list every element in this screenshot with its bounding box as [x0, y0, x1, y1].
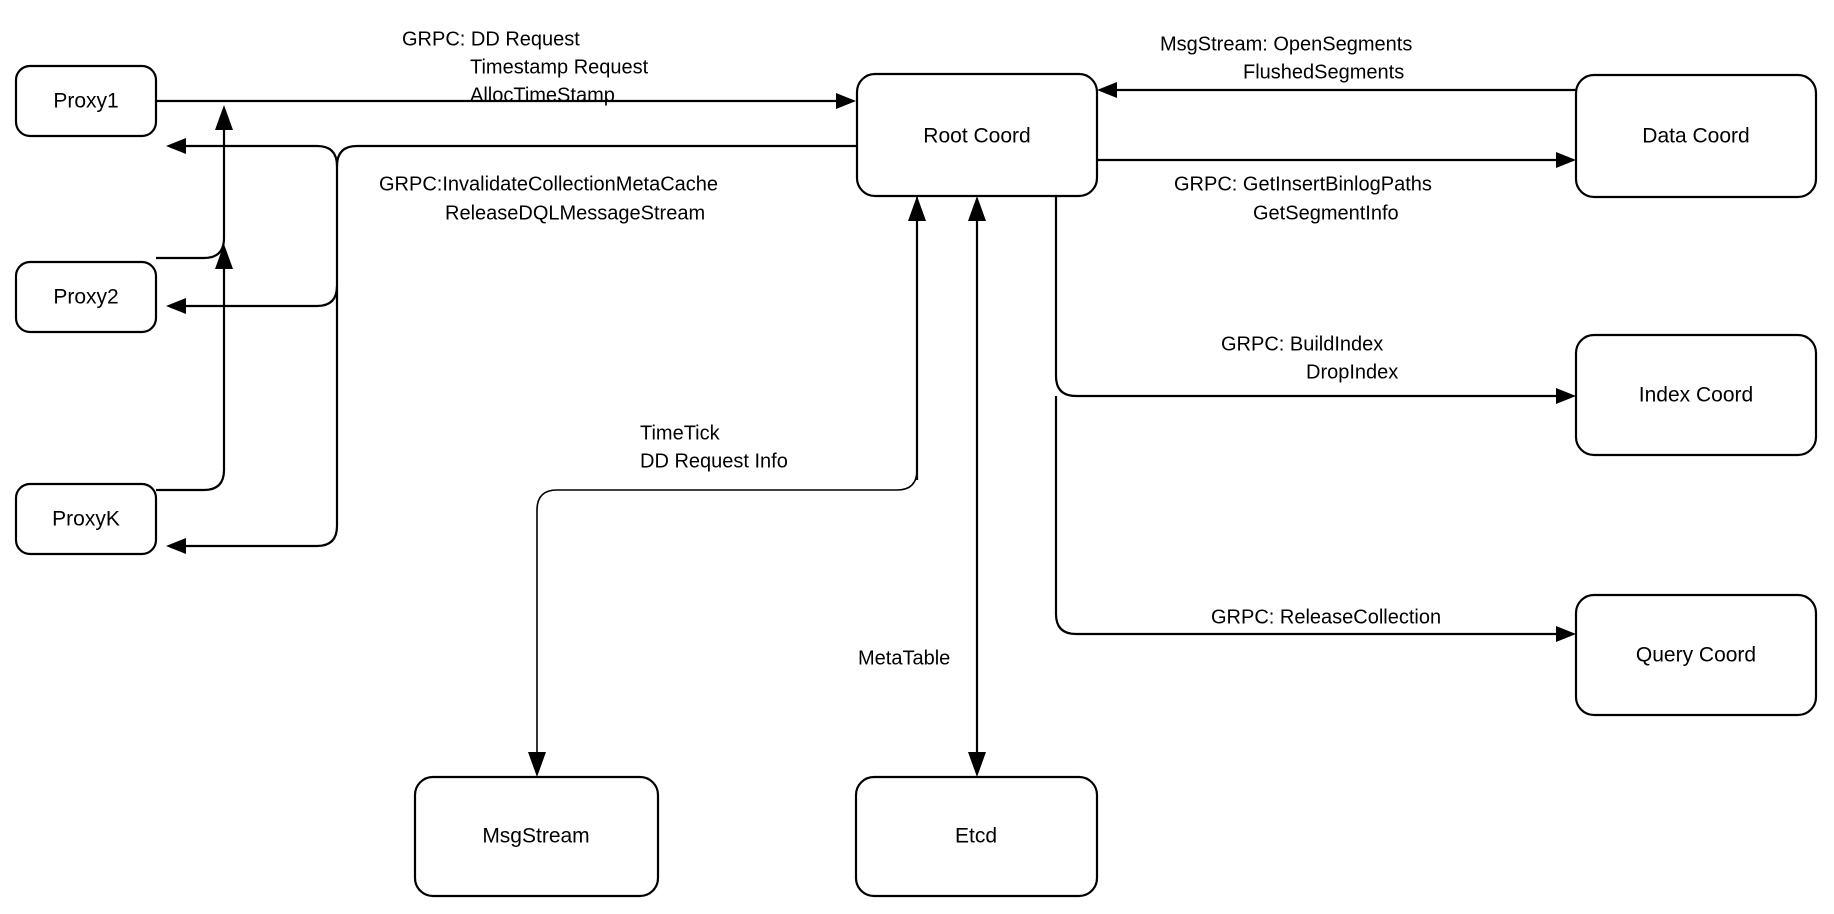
node-data-coord[interactable]: Data Coord: [1574, 73, 1818, 199]
edge-label-line: GRPC: BuildIndex: [1221, 333, 1383, 355]
node-proxy1[interactable]: Proxy1: [14, 64, 158, 138]
edge-rootcoord-to-indexcoord: [1054, 196, 1576, 404]
edge-rootcoord-to-datacoord: [1097, 152, 1576, 168]
node-msgstream[interactable]: MsgStream: [413, 775, 660, 898]
edge-label-line: TimeTick: [640, 422, 721, 444]
edge-label-line: MsgStream: OpenSegments: [1160, 33, 1412, 55]
edge-label-root-to-querycoord: GRPC: ReleaseCollection: [1211, 606, 1441, 628]
node-index-coord[interactable]: Index Coord: [1574, 333, 1818, 457]
edge-label-line: DropIndex: [1306, 361, 1398, 383]
edge-label-root-to-datacoord: GRPC: GetInsertBinlogPaths GetSegmentInf…: [1174, 173, 1432, 224]
edge-label-line: MetaTable: [858, 647, 950, 669]
node-etcd-box[interactable]: [854, 775, 1099, 898]
node-data-coord-box[interactable]: [1574, 73, 1818, 199]
edge-rootcoord-to-proxies: [166, 138, 857, 554]
node-proxyk-label: ProxyK: [52, 508, 120, 531]
edge-rootcoord-to-etcd: [968, 196, 986, 777]
edge-proxies-feedback-up: [156, 105, 233, 492]
edge-label-line: FlushedSegments: [1243, 61, 1404, 83]
edge-rootcoord-to-querycoord: [1054, 396, 1576, 642]
node-msgstream-label: MsgStream: [482, 825, 589, 848]
edge-label-line: GRPC: DD Request: [402, 28, 580, 50]
node-index-coord-label: Index Coord: [1639, 384, 1753, 407]
edge-label-root-to-etcd: MetaTable: [858, 647, 950, 669]
node-proxy2-label: Proxy2: [53, 286, 118, 309]
edge-proxy1-to-rootcoord: [156, 93, 856, 109]
node-etcd[interactable]: Etcd: [854, 775, 1099, 898]
node-proxy2[interactable]: Proxy2: [14, 260, 158, 334]
node-etcd-label: Etcd: [955, 825, 997, 848]
node-query-coord[interactable]: Query Coord: [1574, 593, 1818, 717]
node-root-coord[interactable]: Root Coord: [855, 72, 1099, 198]
edge-label-line: GetSegmentInfo: [1253, 202, 1399, 224]
edge-rootcoord-to-msgstream: [528, 196, 918, 777]
node-data-coord-label: Data Coord: [1642, 125, 1749, 148]
node-root-coord-label: Root Coord: [923, 125, 1030, 148]
node-proxyk-box[interactable]: [14, 482, 158, 556]
edge-label-line: Timestamp Request: [470, 56, 649, 78]
node-query-coord-label: Query Coord: [1636, 644, 1756, 667]
edge-label-root-to-proxy: GRPC:InvalidateCollectionMetaCache Relea…: [379, 173, 718, 224]
edge-label-line: AllocTimeStamp: [470, 84, 615, 106]
edge-label-datacoord-to-root: MsgStream: OpenSegments FlushedSegments: [1160, 33, 1412, 83]
node-proxy2-box[interactable]: [14, 260, 158, 334]
node-root-coord-box[interactable]: [855, 72, 1099, 198]
edge-label-line: GRPC:InvalidateCollectionMetaCache: [379, 173, 718, 195]
edge-label-line: DD Request Info: [640, 450, 788, 472]
edge-label-root-to-indexcoord: GRPC: BuildIndex DropIndex: [1221, 333, 1398, 383]
node-msgstream-box[interactable]: [413, 775, 660, 898]
edge-label-root-to-msgstream: TimeTick DD Request Info: [640, 422, 788, 472]
edge-label-line: GRPC: ReleaseCollection: [1211, 606, 1441, 628]
edge-label-proxy-to-root: GRPC: DD Request Timestamp Request Alloc…: [402, 28, 649, 106]
node-index-coord-box[interactable]: [1574, 333, 1818, 457]
node-proxyk[interactable]: ProxyK: [14, 482, 158, 556]
node-proxy1-label: Proxy1: [53, 90, 118, 113]
node-query-coord-box[interactable]: [1574, 593, 1818, 717]
node-proxy1-box[interactable]: [14, 64, 158, 138]
edge-msgstream-bus-to-rootcoord: [908, 196, 926, 480]
edge-label-line: GRPC: GetInsertBinlogPaths: [1174, 173, 1432, 195]
edge-label-line: ReleaseDQLMessageStream: [445, 202, 705, 224]
edge-datacoord-to-rootcoord: [1097, 82, 1576, 98]
